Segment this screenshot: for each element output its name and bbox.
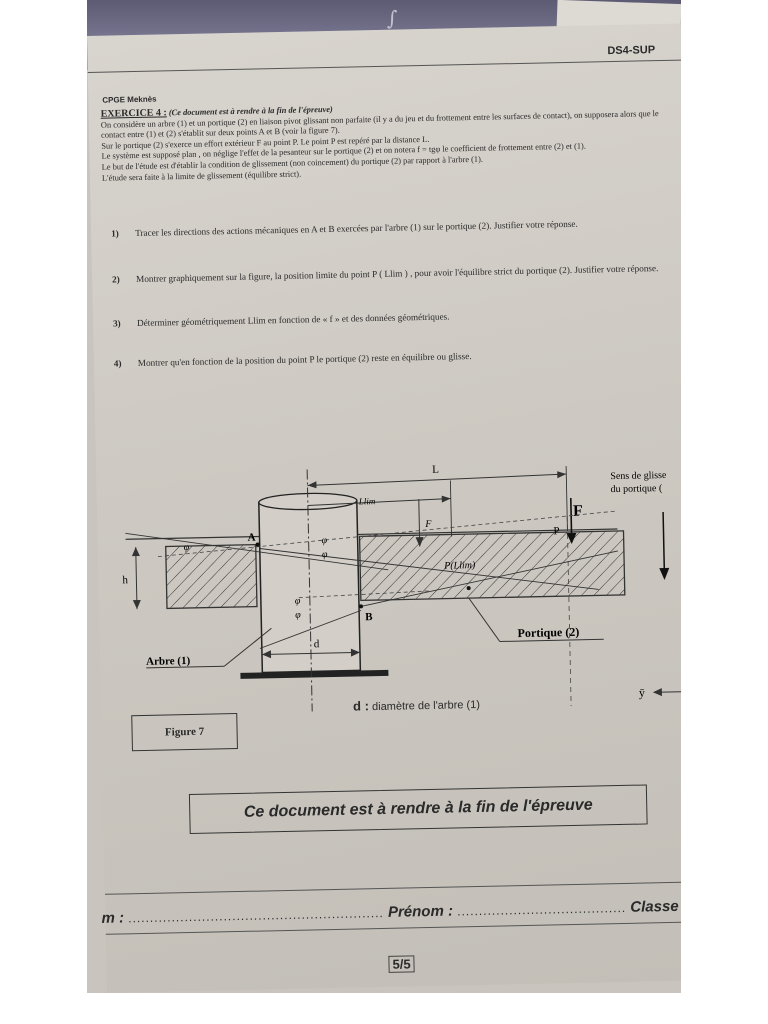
friction-cone-line (298, 590, 429, 599)
question-text: Tracer les directions des actions mécani… (135, 218, 578, 239)
render-notice: Ce document est à rendre à la fin de l'é… (243, 796, 593, 821)
name-label: m : (101, 909, 125, 927)
force-F (569, 497, 573, 538)
label-h: h (122, 574, 128, 586)
question-3: 3) Déterminer géométriquement Llim en fon… (113, 306, 673, 330)
prenom-field[interactable]: ....................................... (457, 900, 627, 919)
header-rule (87, 59, 681, 73)
portique-right-block (358, 530, 626, 602)
dim-arrow (307, 481, 317, 489)
diameter-text: diamètre de l'arbre (1) (371, 698, 481, 714)
student-id-row: m : ....................................… (101, 897, 681, 927)
sens-arrowhead (659, 567, 670, 581)
dim-arrow (557, 471, 567, 479)
label-F: F (573, 503, 583, 520)
friction-cone-line (125, 532, 389, 571)
sens-arrow (662, 512, 666, 573)
dim-d (261, 651, 360, 655)
dim-arrow (350, 648, 360, 657)
name-field[interactable]: ........................................… (128, 905, 384, 926)
exam-sheet: DS4-SUP CPGE Meknès EXERCICE 4 : (Ce doc… (87, 23, 681, 993)
label-sens-2: du portique ( (610, 483, 663, 495)
force-arrow (415, 537, 424, 548)
label-d: d (314, 638, 320, 650)
point-A (255, 542, 260, 547)
classe-label: Classe (630, 897, 679, 916)
force-arrow (566, 532, 577, 544)
dim-arrow (441, 495, 451, 503)
arbre-base (240, 669, 389, 679)
question-number: 4) (113, 358, 122, 369)
question-text: Montrer graphiquement sur la figure, la … (135, 263, 659, 285)
ds-label: DS4-SUP (607, 44, 656, 58)
exercise-title: EXERCICE 4 : (100, 107, 167, 120)
leader-line (468, 597, 501, 642)
leader-line (146, 665, 225, 669)
school-name: CPGE Meknès (102, 94, 157, 105)
dim-arrow (132, 599, 141, 610)
label-A: A (247, 532, 255, 544)
label-phi: φ (295, 610, 301, 621)
y-axis-arrow (656, 690, 681, 693)
question-number: 1) (111, 228, 119, 239)
render-notice-box: Ce document est à rendre à la fin de l'é… (188, 784, 648, 835)
figure-caption-box: Figure 7 (131, 713, 238, 752)
leader-line (223, 627, 272, 667)
question-text: Déterminer géométriquement Llim en fonct… (136, 311, 450, 329)
dim-Llim (307, 497, 451, 506)
prenom-label: Prénom : (387, 902, 454, 921)
friction-cone-line (259, 609, 362, 649)
dim-L (307, 473, 567, 486)
label-sens: Sens de glisse (610, 470, 667, 482)
aux-axis (566, 516, 572, 707)
question-4: 4) Montrer qu'en fonction de la position … (114, 346, 674, 370)
dim-arrow (131, 547, 140, 557)
label-B: B (365, 611, 373, 623)
label-phi: φ (322, 549, 328, 560)
friction-cone-line (259, 548, 599, 590)
question-number: 2) (112, 274, 120, 285)
figure-caption: Figure 7 (164, 725, 205, 739)
label-L: L (432, 464, 439, 476)
label-y: ȳ (639, 685, 645, 699)
label-phi: φ (184, 542, 190, 553)
dim-ext (565, 466, 568, 532)
notebook-scribble: ∫ (387, 6, 398, 30)
point-B (359, 604, 364, 609)
label-portique: Portique (2) (517, 625, 579, 640)
force-handwritten (418, 499, 421, 544)
diameter-key: d : diamètre de l'arbre (1) (352, 696, 481, 714)
photo: ∫ DS4-SUP CPGE Meknès EXERCICE 4 : (Ce d… (87, 0, 681, 993)
dim-ext (449, 480, 453, 537)
friction-cone-line (360, 550, 618, 607)
question-2: 2) Montrer graphiquement sur la figure, l… (112, 262, 672, 286)
point-P-Llim (466, 586, 471, 591)
leader-line (499, 638, 604, 642)
dim-h (135, 547, 138, 610)
figure-7-diagram: L Llim F F P Sens de glisse du portique … (122, 464, 681, 716)
frame-line (125, 528, 618, 540)
question-1: 1) Tracer les directions des actions méca… (111, 216, 671, 240)
label-P: P (553, 525, 559, 537)
question-number: 3) (112, 318, 121, 329)
label-P-Llim: P(Llim) (443, 560, 476, 572)
label-arbre: Arbre (1) (146, 655, 191, 668)
shaft-axis (306, 469, 314, 716)
footer-rule-top (104, 881, 681, 895)
dim-arrow (261, 650, 272, 659)
label-phi: φ (295, 596, 301, 607)
label-phi: φ (322, 535, 328, 546)
label-F-handwritten: F (424, 519, 432, 530)
page-number: 5/5 (388, 955, 415, 973)
label-Llim: Llim (358, 496, 376, 506)
y-axis-arrowhead (652, 688, 662, 697)
diameter-symbol: d : (352, 698, 370, 714)
exercise-intro: EXERCICE 4 : (Ce document est à rendre à… (101, 98, 672, 184)
question-text: Montrer qu'en fonction de la position du… (137, 351, 472, 369)
